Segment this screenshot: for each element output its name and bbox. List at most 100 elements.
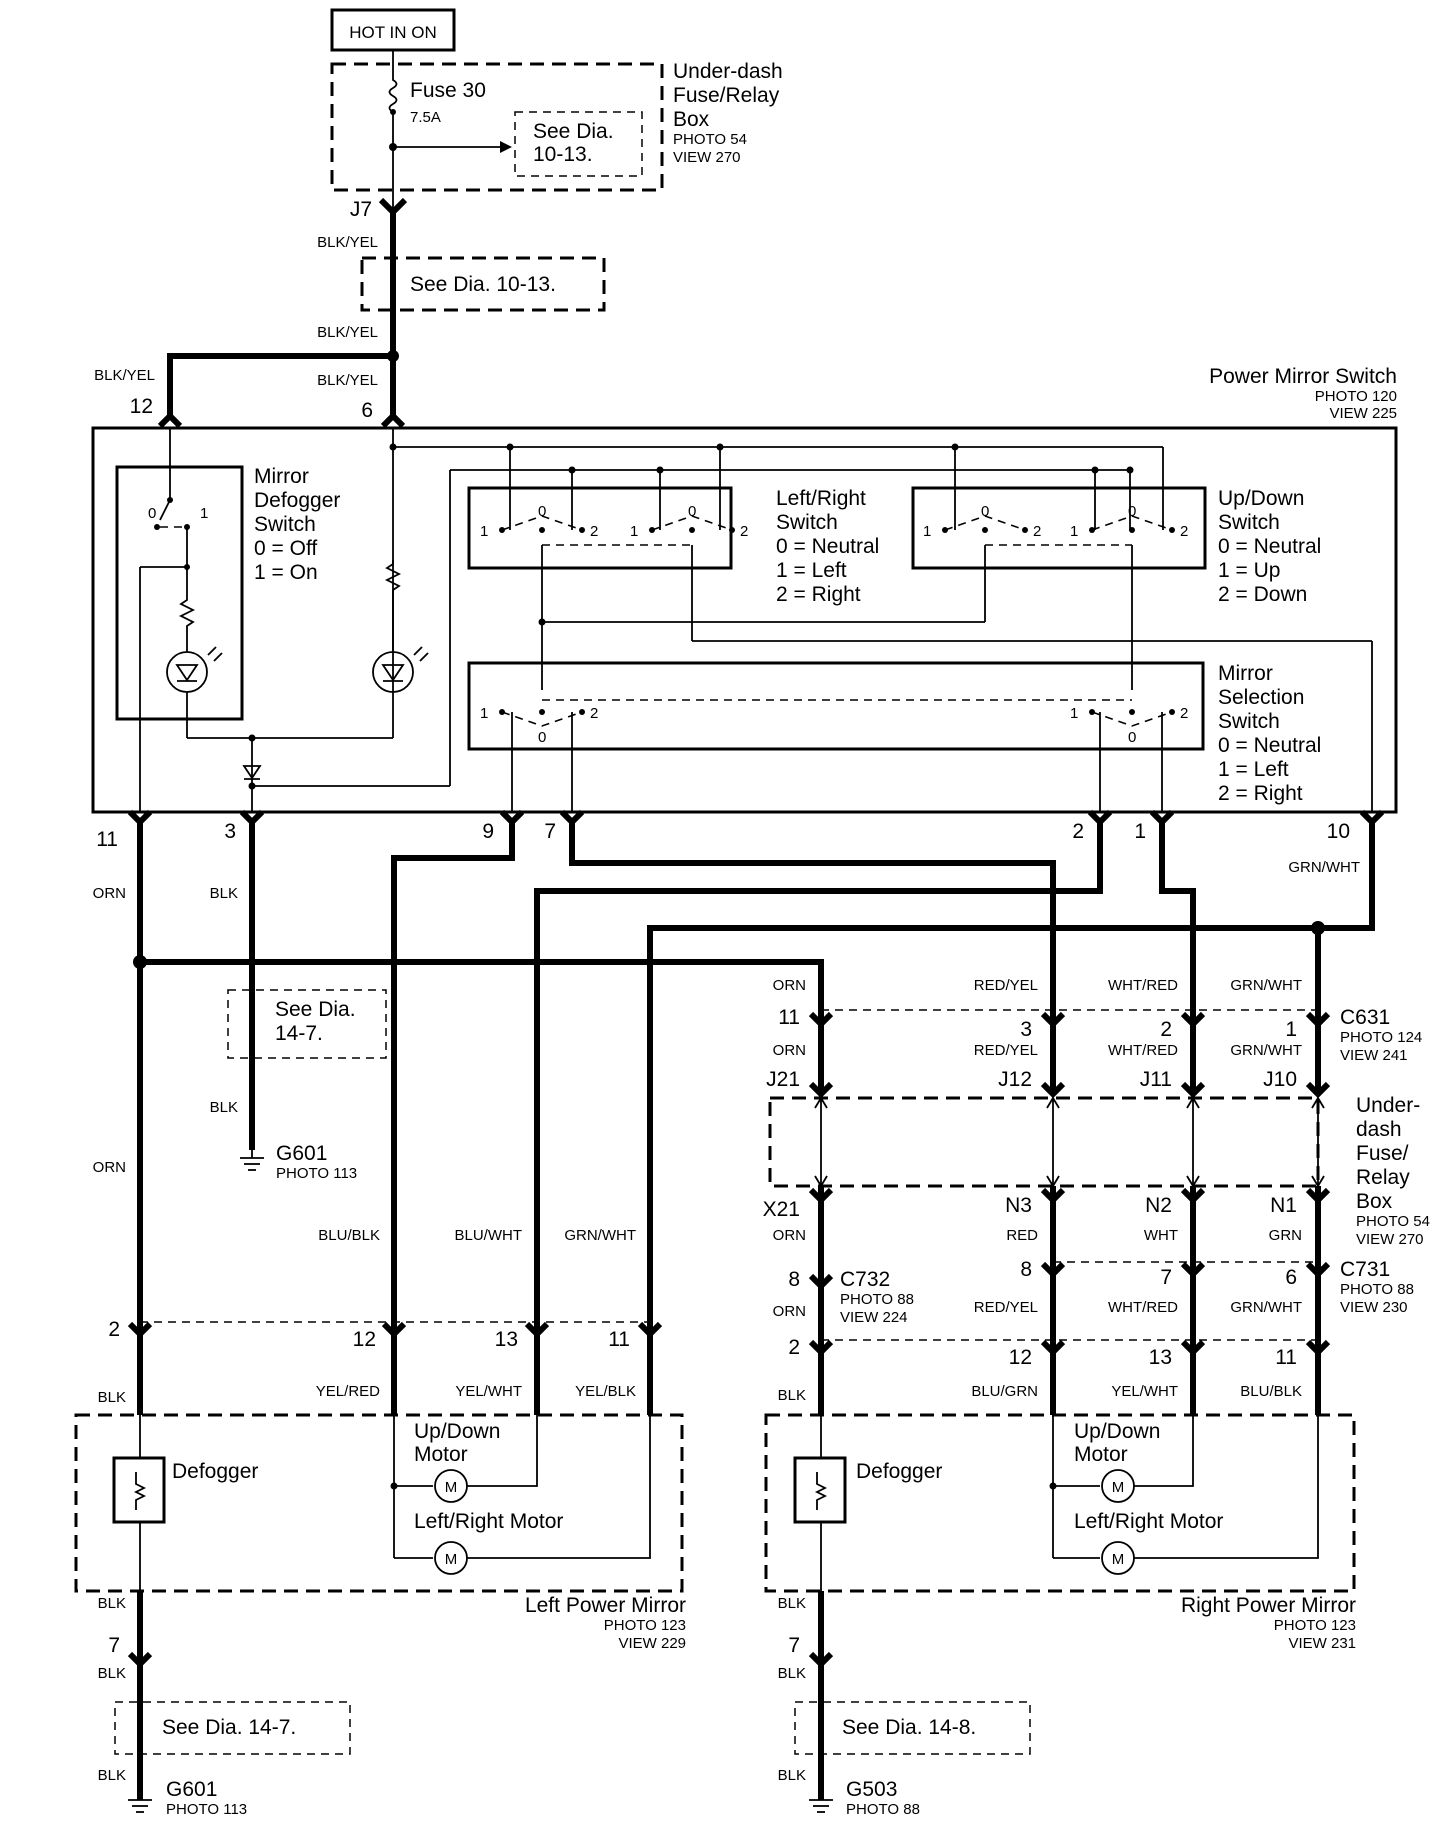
svg-text:C731: C731 — [1340, 1258, 1390, 1281]
svg-text:See Dia.: See Dia. — [275, 998, 356, 1021]
fuse-box-name-1: Under-dash — [673, 60, 783, 83]
svg-text:Up/Down: Up/Down — [1218, 487, 1304, 510]
switch-contact-group: 102 — [480, 705, 598, 746]
j-jack — [808, 1081, 834, 1099]
underdash-fuse-box-bottom: Under- dash Fuse/ Relay Box PHOTO 54 VIE… — [768, 1094, 1430, 1248]
svg-text:GRN/WHT: GRN/WHT — [564, 1227, 636, 1244]
svg-text:2 = Down: 2 = Down — [1218, 583, 1307, 606]
svg-text:2 = Right: 2 = Right — [776, 583, 861, 606]
svg-text:8: 8 — [1020, 1258, 1032, 1281]
svg-text:GRN: GRN — [1269, 1227, 1302, 1244]
svg-text:12: 12 — [353, 1328, 376, 1351]
svg-text:G601: G601 — [166, 1778, 217, 1801]
svg-text:BLK: BLK — [98, 1389, 126, 1406]
svg-text:VIEW 229: VIEW 229 — [618, 1635, 686, 1652]
svg-text:X21: X21 — [763, 1198, 800, 1221]
n-jack — [1180, 1187, 1206, 1205]
j-jack — [1305, 1081, 1331, 1099]
svg-text:7: 7 — [544, 820, 556, 843]
hot-in-on-label: HOT IN ON — [349, 23, 437, 42]
underdash-fuse-box-top: Fuse 30 7.5A See Dia. 10-13. Under-dash … — [330, 60, 783, 192]
n-jack — [808, 1187, 834, 1205]
svg-text:RED/YEL: RED/YEL — [974, 1299, 1038, 1316]
svg-text:2: 2 — [590, 705, 598, 722]
svg-text:BLK: BLK — [778, 1387, 806, 1404]
svg-text:VIEW 224: VIEW 224 — [840, 1309, 908, 1326]
left-mirror-jack — [381, 1321, 407, 1339]
svg-text:Motor: Motor — [1074, 1443, 1128, 1466]
svg-text:BLK: BLK — [778, 1767, 806, 1784]
svg-text:N2: N2 — [1145, 1194, 1172, 1217]
svg-text:GRN/WHT: GRN/WHT — [1288, 859, 1360, 876]
svg-text:Fuse/: Fuse/ — [1356, 1142, 1409, 1165]
svg-text:RED: RED — [1006, 1227, 1038, 1244]
svg-text:dash: dash — [1356, 1118, 1402, 1141]
svg-text:2: 2 — [788, 1336, 800, 1359]
n-jack — [1040, 1187, 1066, 1205]
svg-text:M: M — [445, 1551, 458, 1568]
c732-jack — [808, 1273, 834, 1291]
svg-text:Mirror: Mirror — [254, 465, 309, 488]
svg-text:8: 8 — [788, 1268, 800, 1291]
switch-contact-group: 102 — [923, 503, 1041, 540]
svg-text:YEL/RED: YEL/RED — [316, 1383, 380, 1400]
svg-text:Defogger: Defogger — [254, 489, 340, 512]
svg-text:Switch: Switch — [1218, 710, 1280, 733]
diode-icon — [242, 765, 262, 780]
svg-text:RED/YEL: RED/YEL — [974, 977, 1038, 994]
j-jack — [1180, 1081, 1206, 1099]
ground-g503-icon — [809, 1799, 833, 1813]
svg-text:0: 0 — [1128, 503, 1136, 520]
hot-in-on-box: HOT IN ON — [330, 8, 456, 52]
left-defogger-icon — [112, 1456, 166, 1524]
svg-text:11: 11 — [778, 1006, 800, 1029]
svg-text:YEL/WHT: YEL/WHT — [1111, 1383, 1178, 1400]
svg-text:7: 7 — [788, 1634, 800, 1657]
svg-text:BLK: BLK — [210, 1099, 238, 1116]
svg-text:BLK: BLK — [778, 1665, 806, 1682]
right-power-mirror: Right Power Mirror PHOTO 123 VIEW 231 De… — [764, 1413, 1356, 1652]
svg-text:ORN: ORN — [93, 885, 126, 902]
svg-text:7: 7 — [1160, 1266, 1172, 1289]
svg-text:0: 0 — [688, 503, 696, 520]
svg-text:3: 3 — [224, 820, 236, 843]
svg-text:VIEW 270: VIEW 270 — [1356, 1231, 1424, 1248]
svg-text:ORN: ORN — [773, 1227, 806, 1244]
svg-text:11: 11 — [1275, 1346, 1297, 1369]
ground-g601-top-icon — [240, 1150, 264, 1171]
see-dia-line2: 10-13. — [533, 143, 593, 166]
svg-text:G601: G601 — [276, 1142, 327, 1165]
svg-text:WHT: WHT — [1144, 1227, 1178, 1244]
switch-photo: PHOTO 120 — [1315, 388, 1397, 405]
svg-text:M: M — [1112, 1551, 1125, 1568]
svg-text:1 = Left: 1 = Left — [776, 559, 847, 582]
fuse-box-photo: PHOTO 54 — [673, 131, 747, 148]
svg-text:RED/YEL: RED/YEL — [974, 1042, 1038, 1059]
svg-text:2: 2 — [740, 523, 748, 540]
svg-text:3: 3 — [1020, 1018, 1032, 1041]
see-dia-14-7-bottom: See Dia. 14-7. — [114, 1701, 351, 1755]
svg-text:J21: J21 — [766, 1068, 800, 1091]
see-dia-14-7-box: See Dia. 14-7. — [227, 989, 387, 1059]
svg-text:1: 1 — [480, 705, 488, 722]
svg-text:WHT/RED: WHT/RED — [1108, 1042, 1178, 1059]
svg-text:ORN: ORN — [773, 1303, 806, 1320]
svg-text:1 = Up: 1 = Up — [1218, 559, 1280, 582]
svg-text:See Dia. 14-8.: See Dia. 14-8. — [842, 1716, 976, 1739]
fuse-box-name-2: Fuse/Relay — [673, 84, 780, 107]
svg-text:0: 0 — [981, 503, 989, 520]
left-mirror-jack — [524, 1321, 550, 1339]
svg-text:Up/Down: Up/Down — [1074, 1420, 1160, 1443]
indicator-resistor-icon — [384, 560, 402, 652]
svg-text:1: 1 — [1285, 1018, 1297, 1041]
svg-text:J11: J11 — [1140, 1068, 1172, 1091]
svg-text:BLU/WHT: BLU/WHT — [455, 1227, 523, 1244]
svg-text:BLK: BLK — [210, 885, 238, 902]
svg-text:ORN: ORN — [773, 1042, 806, 1059]
indicator-led-icon — [372, 651, 414, 693]
svg-text:14-7.: 14-7. — [275, 1022, 323, 1045]
c631-jack — [808, 1011, 834, 1029]
switch-contact-group: 102 — [1070, 705, 1188, 746]
svg-text:BLU/BLK: BLU/BLK — [318, 1227, 380, 1244]
